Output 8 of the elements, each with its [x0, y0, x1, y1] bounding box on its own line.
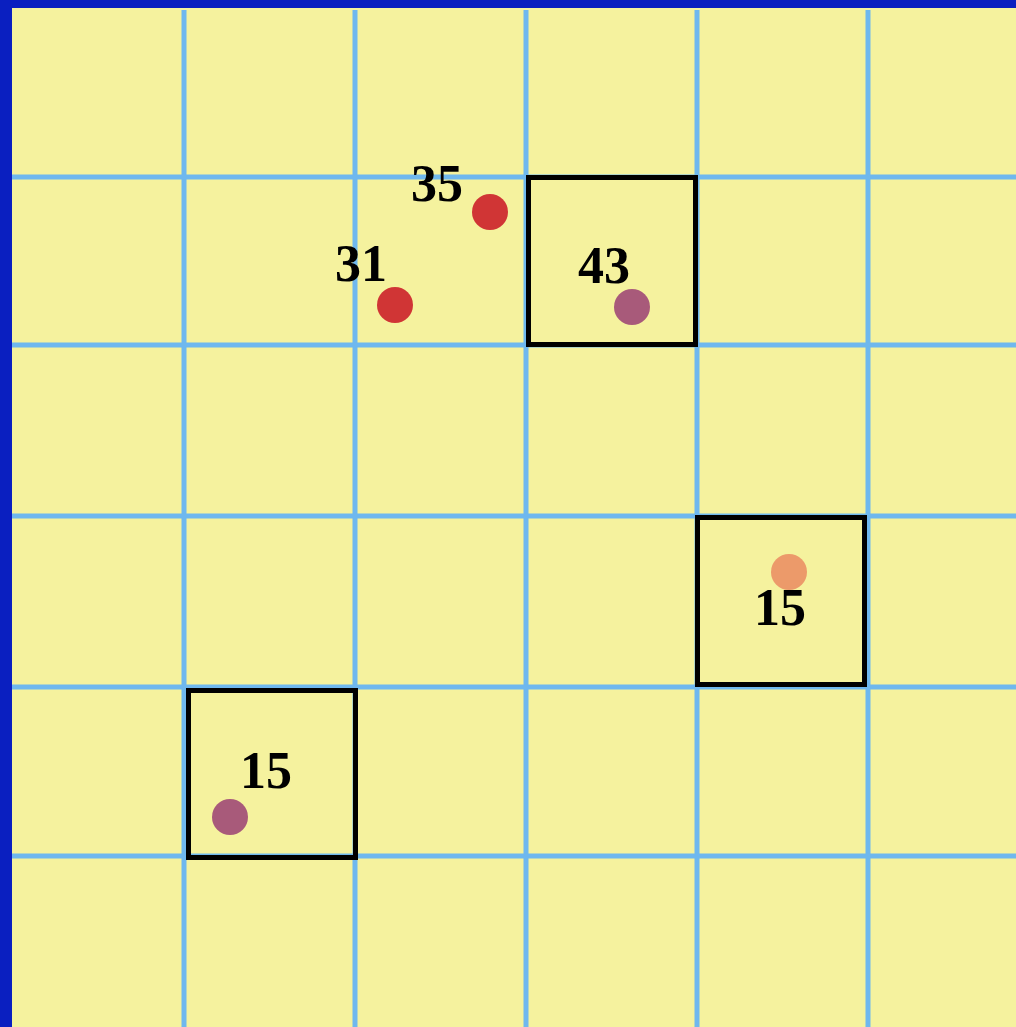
number-label: 15	[754, 582, 806, 634]
number-label: 35	[411, 158, 463, 210]
outlined-square	[186, 688, 358, 860]
outlined-square	[526, 175, 698, 347]
number-label: 43	[578, 240, 630, 292]
number-label: 31	[335, 238, 387, 290]
number-label: 15	[240, 745, 292, 797]
outlined-square	[695, 515, 867, 687]
